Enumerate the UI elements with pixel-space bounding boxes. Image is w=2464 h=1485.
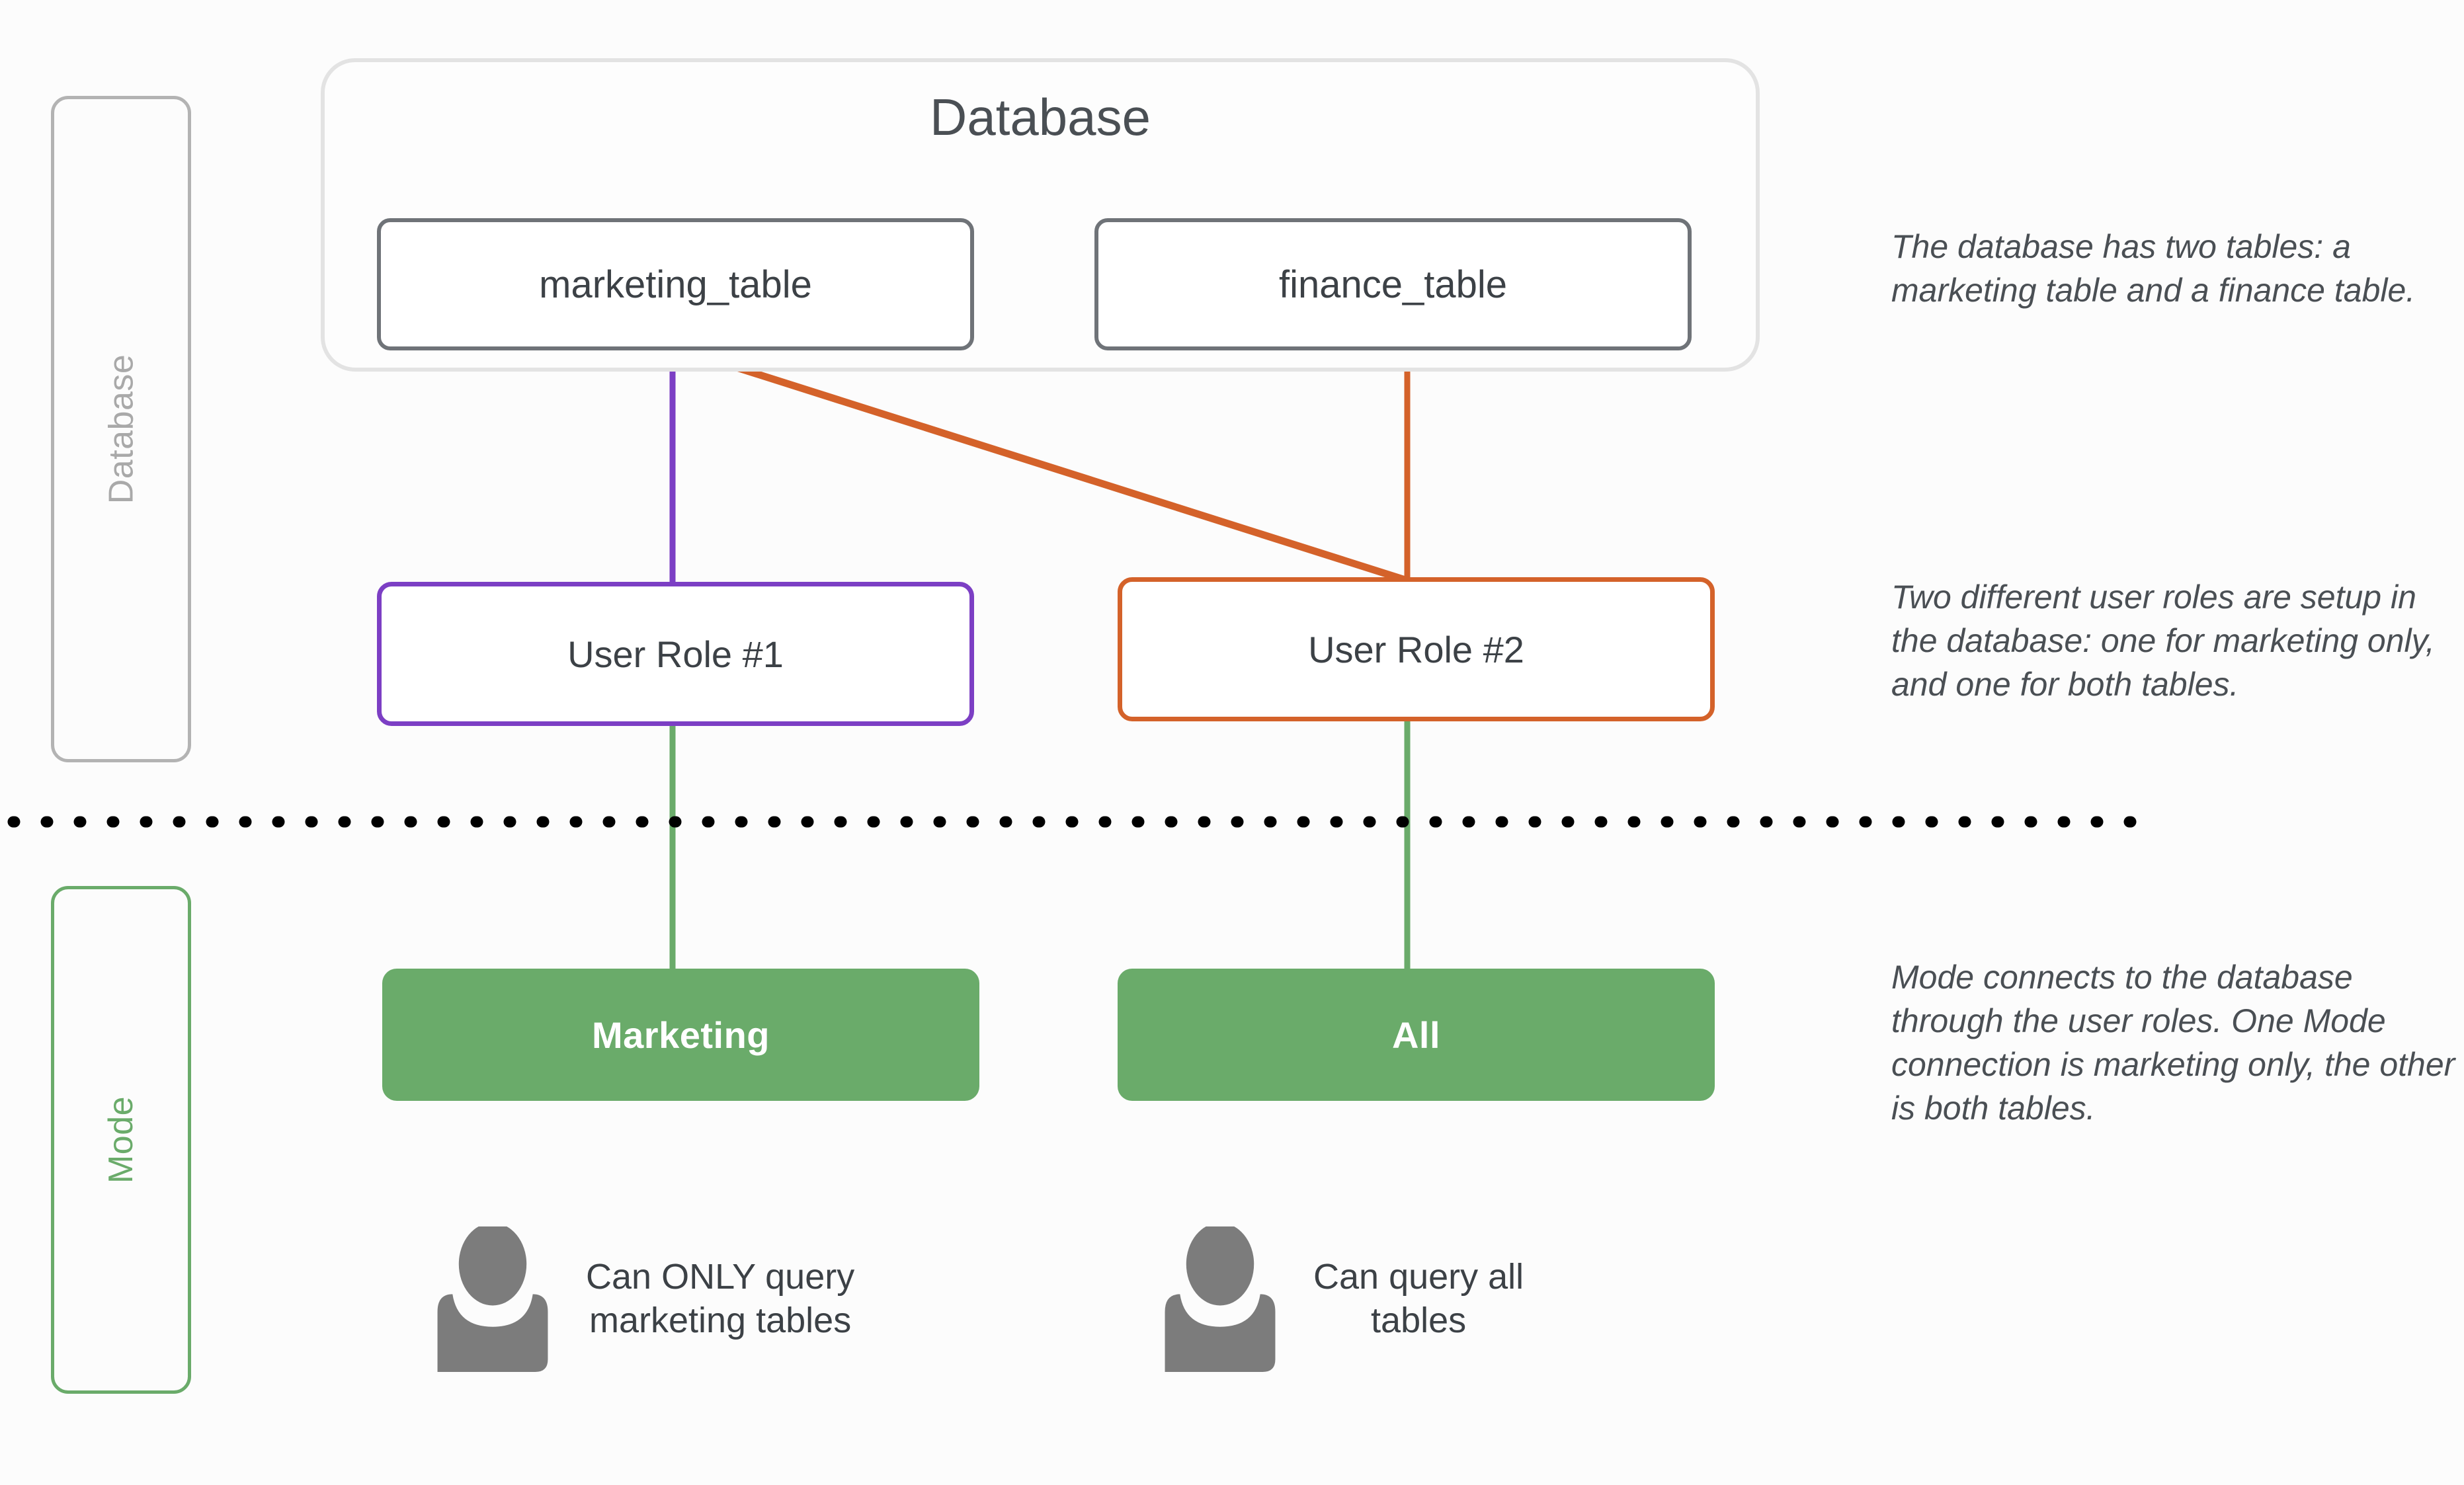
persona-marketing: Can ONLY query marketing tables [430,1213,1157,1385]
database-title: Database [930,88,1151,146]
lane-label-database: Database [102,354,141,504]
annotation-tables: The database has two tables: a marketing… [1891,228,2416,309]
table-label-marketing: marketing_table [539,262,812,306]
table-box-marketing[interactable]: marketing_table [377,218,974,350]
mode-connection-marketing-label: Marketing [592,1014,770,1056]
lane-chip-database: Database [51,96,191,762]
table-box-finance[interactable]: finance_table [1094,218,1692,350]
persona-marketing-caption: Can ONLY query marketing tables [586,1257,855,1340]
mode-connection-all[interactable]: All [1118,969,1715,1101]
user-role-2-label: User Role #2 [1308,628,1524,670]
mode-connection-marketing[interactable]: Marketing [382,969,979,1101]
user-role-1-box[interactable]: User Role #1 [377,582,974,726]
connector-marketing-to-role2 [677,345,1409,584]
lane-label-mode: Mode [101,1096,140,1184]
person-icon [437,1226,548,1372]
user-role-1-label: User Role #1 [567,633,784,675]
annotation-mode: Mode connects to the database through th… [1891,959,2455,1127]
mode-connection-all-label: All [1391,1014,1441,1056]
persona-all-caption: Can query all tables [1313,1257,1524,1340]
person-icon [1165,1226,1276,1372]
table-label-finance: finance_table [1278,262,1508,306]
user-role-2-box[interactable]: User Role #2 [1118,577,1715,721]
lane-chip-mode: Mode [51,886,191,1394]
persona-all: Can query all tables [1157,1213,1819,1385]
annotation-roles: Two different user roles are setup in th… [1891,579,2435,703]
